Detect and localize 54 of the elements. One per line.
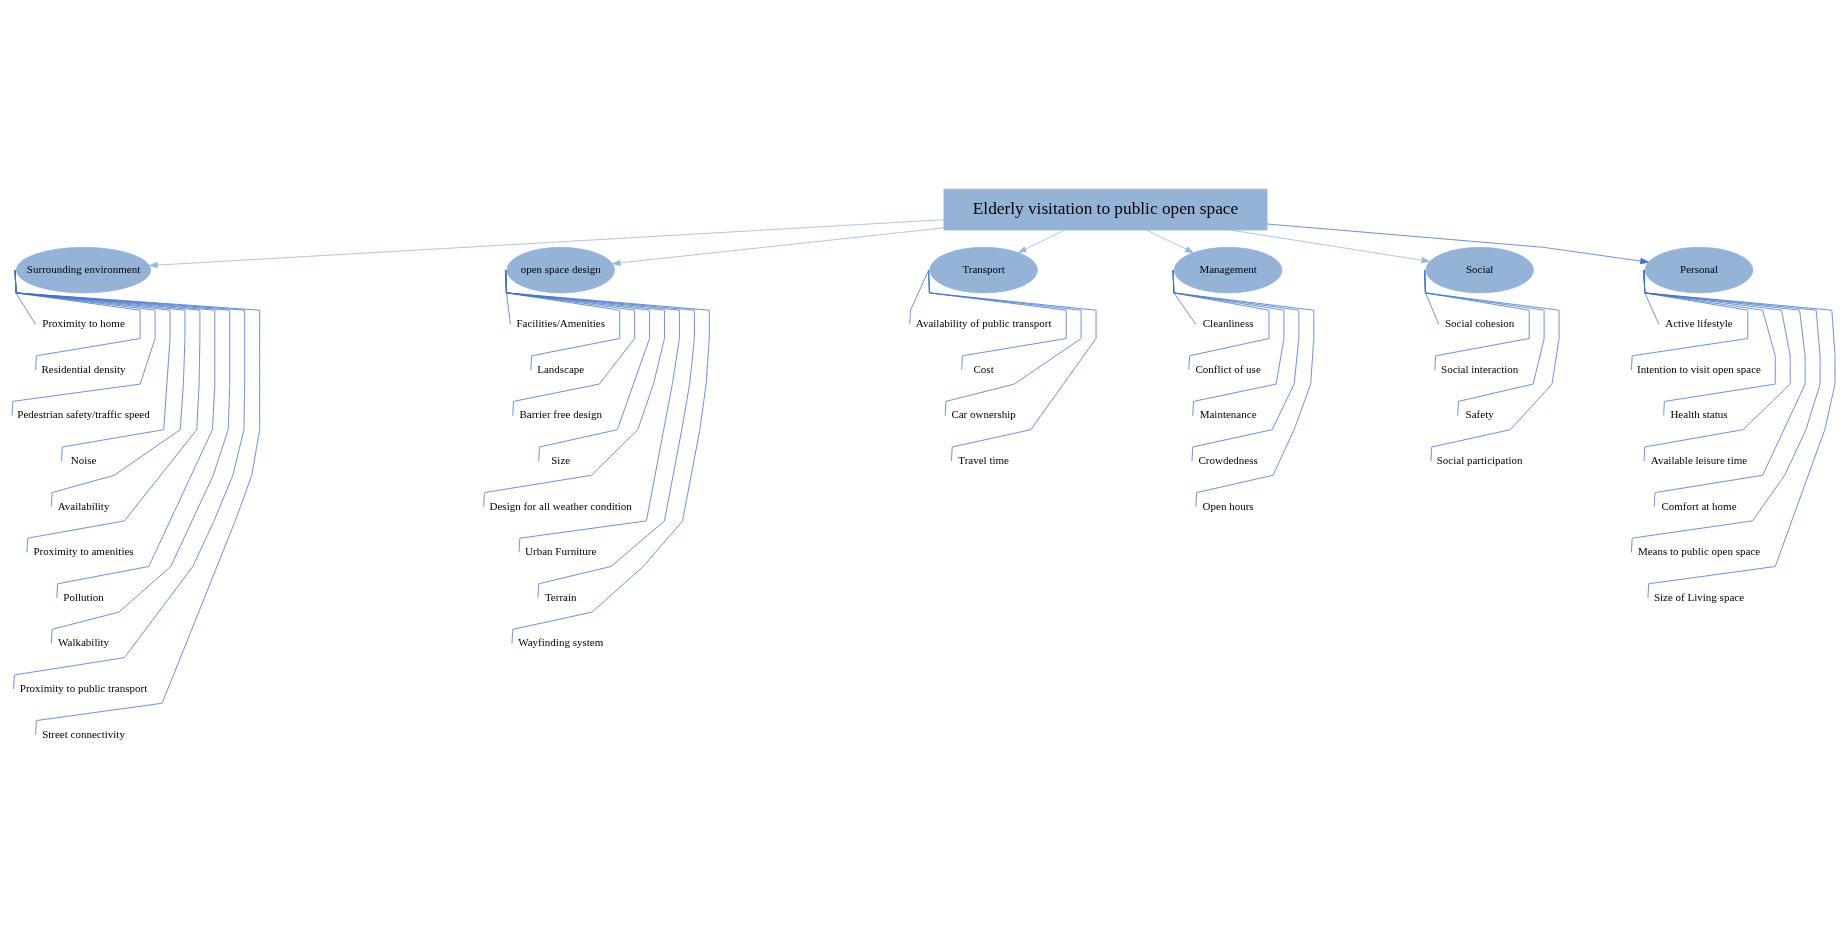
node-ellipse: open space design <box>506 246 615 293</box>
node-text: Social interaction <box>1441 362 1519 375</box>
node-text: Means to public open space <box>1637 544 1761 557</box>
node-box: Elderly visitation to public open space <box>943 188 1268 230</box>
node-text: Cleanliness <box>1202 316 1254 329</box>
node-text: Available leisure time <box>1650 453 1748 466</box>
node-text: Conflict of use <box>1195 362 1261 375</box>
arrow <box>1229 229 1431 263</box>
node-text: Wayfinding system <box>518 635 604 648</box>
node-text: Cost <box>973 362 994 375</box>
connector <box>1424 269 1560 462</box>
node-text: Size of Living space <box>1653 590 1745 603</box>
node-text: Social participation <box>1436 453 1523 466</box>
node-text: Noise <box>70 453 97 466</box>
node-text: Intention to visit open space <box>1636 362 1762 375</box>
node-ellipse: Social <box>1425 246 1534 293</box>
node-text: Pedestrian safety/traffic speed <box>17 407 150 420</box>
node-text: Proximity to amenities <box>33 544 134 557</box>
node-text: Size <box>551 453 571 466</box>
node-text: Health status <box>1670 407 1728 420</box>
node-text: Walkability <box>58 635 110 648</box>
node-text: Terrain <box>544 590 577 603</box>
node-text: Design for all weather condition <box>489 499 632 512</box>
node-text: Car ownership <box>951 407 1016 420</box>
node-text: Facilities/Amenities <box>516 316 606 329</box>
connector <box>928 269 1097 462</box>
node-text: Crowdedness <box>1198 453 1258 466</box>
node-ellipse: Surrounding environment <box>15 246 152 293</box>
node-text: Travel time <box>958 453 1009 466</box>
connector <box>1172 269 1315 507</box>
arrow <box>1266 223 1649 264</box>
node-ellipse: Personal <box>1644 246 1754 293</box>
node-text: Barrier free design <box>519 407 602 420</box>
node-text: Open hours <box>1202 499 1254 512</box>
arrow <box>1017 229 1065 253</box>
node-text: Social cohesion <box>1444 316 1515 329</box>
node-text: Urban Furniture <box>525 544 597 557</box>
node-text: Comfort at home <box>1661 499 1737 512</box>
connector <box>909 269 929 325</box>
node-text: Pollution <box>63 590 104 603</box>
node-text: Safety <box>1465 407 1494 420</box>
arrow <box>149 218 945 268</box>
node-text: Maintenance <box>1199 407 1257 420</box>
node-text: Availability <box>57 499 110 512</box>
node-text: Active lifestyle <box>1665 316 1733 329</box>
node-text: Street connectivity <box>42 727 125 740</box>
node-text: Proximity to home <box>42 316 125 329</box>
node-text: Proximity to public transport <box>19 681 148 694</box>
arrow <box>1146 229 1194 253</box>
node-text: Residential density <box>41 362 126 375</box>
node-text: Landscape <box>537 362 585 375</box>
arrow <box>612 226 945 266</box>
connector <box>505 269 710 644</box>
node-text: Availability of public transport <box>915 316 1052 329</box>
